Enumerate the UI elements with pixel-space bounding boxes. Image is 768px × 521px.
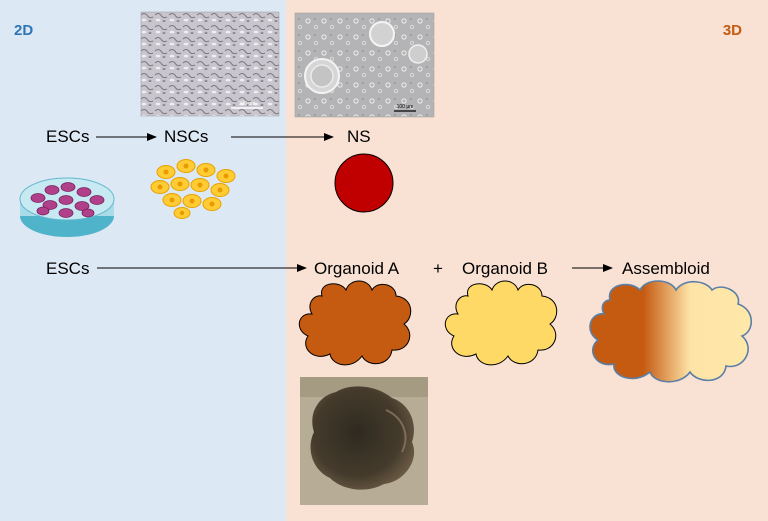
organoid-a-icon bbox=[298, 280, 412, 366]
neurosphere-icon bbox=[334, 153, 394, 213]
organoid-b-label: Organoid B bbox=[462, 259, 548, 278]
escs-label-top: ESCs bbox=[46, 127, 90, 146]
assembloid-label: Assembloid bbox=[622, 259, 710, 278]
nsc-cluster-icon bbox=[150, 159, 236, 219]
panel-3d-tag: 3D bbox=[722, 22, 742, 39]
petri-dish-icon bbox=[19, 177, 115, 237]
ns-scale-bar-label: 100 µm bbox=[397, 104, 414, 110]
assembloid-icon bbox=[589, 280, 753, 383]
nsc-scale-bar-label: 100 µm bbox=[239, 101, 256, 107]
nscs-label: NSCs bbox=[164, 127, 209, 146]
nsc-micrograph: 100 µm bbox=[140, 11, 280, 117]
organoid-b-icon bbox=[444, 280, 558, 366]
organoid-a-label: Organoid A bbox=[314, 259, 400, 278]
panel-2d-tag: 2D bbox=[14, 22, 34, 39]
ns-micrograph: 100 µm bbox=[294, 12, 435, 118]
escs-label-bottom: ESCs bbox=[46, 259, 90, 278]
ns-label: NS bbox=[347, 127, 371, 146]
plus-sign: + bbox=[433, 259, 443, 278]
organoid-micrograph bbox=[300, 377, 428, 505]
